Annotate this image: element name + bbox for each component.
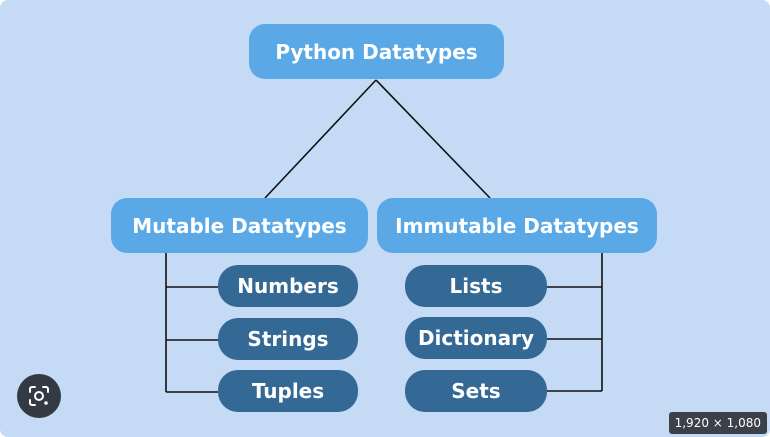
mutable-item-strings: Strings (218, 318, 358, 360)
camera-lens-icon (29, 386, 49, 406)
immutable-item-sets: Sets (405, 370, 547, 412)
mutable-item-tuples: Tuples (218, 370, 358, 412)
connector-root-immutable (375, 79, 491, 199)
root-node: Python Datatypes (249, 24, 504, 79)
immutable-item-lists: Lists (405, 265, 547, 307)
immutable-item-dictionary: Dictionary (405, 317, 547, 359)
connector-root-mutable (264, 79, 377, 199)
mutable-item-numbers: Numbers (218, 265, 358, 307)
camera-lens-button[interactable] (17, 374, 61, 418)
immutable-node: Immutable Datatypes (377, 198, 657, 253)
mutable-node: Mutable Datatypes (111, 198, 368, 253)
image-resolution-badge: 1,920 × 1,080 (668, 412, 767, 434)
